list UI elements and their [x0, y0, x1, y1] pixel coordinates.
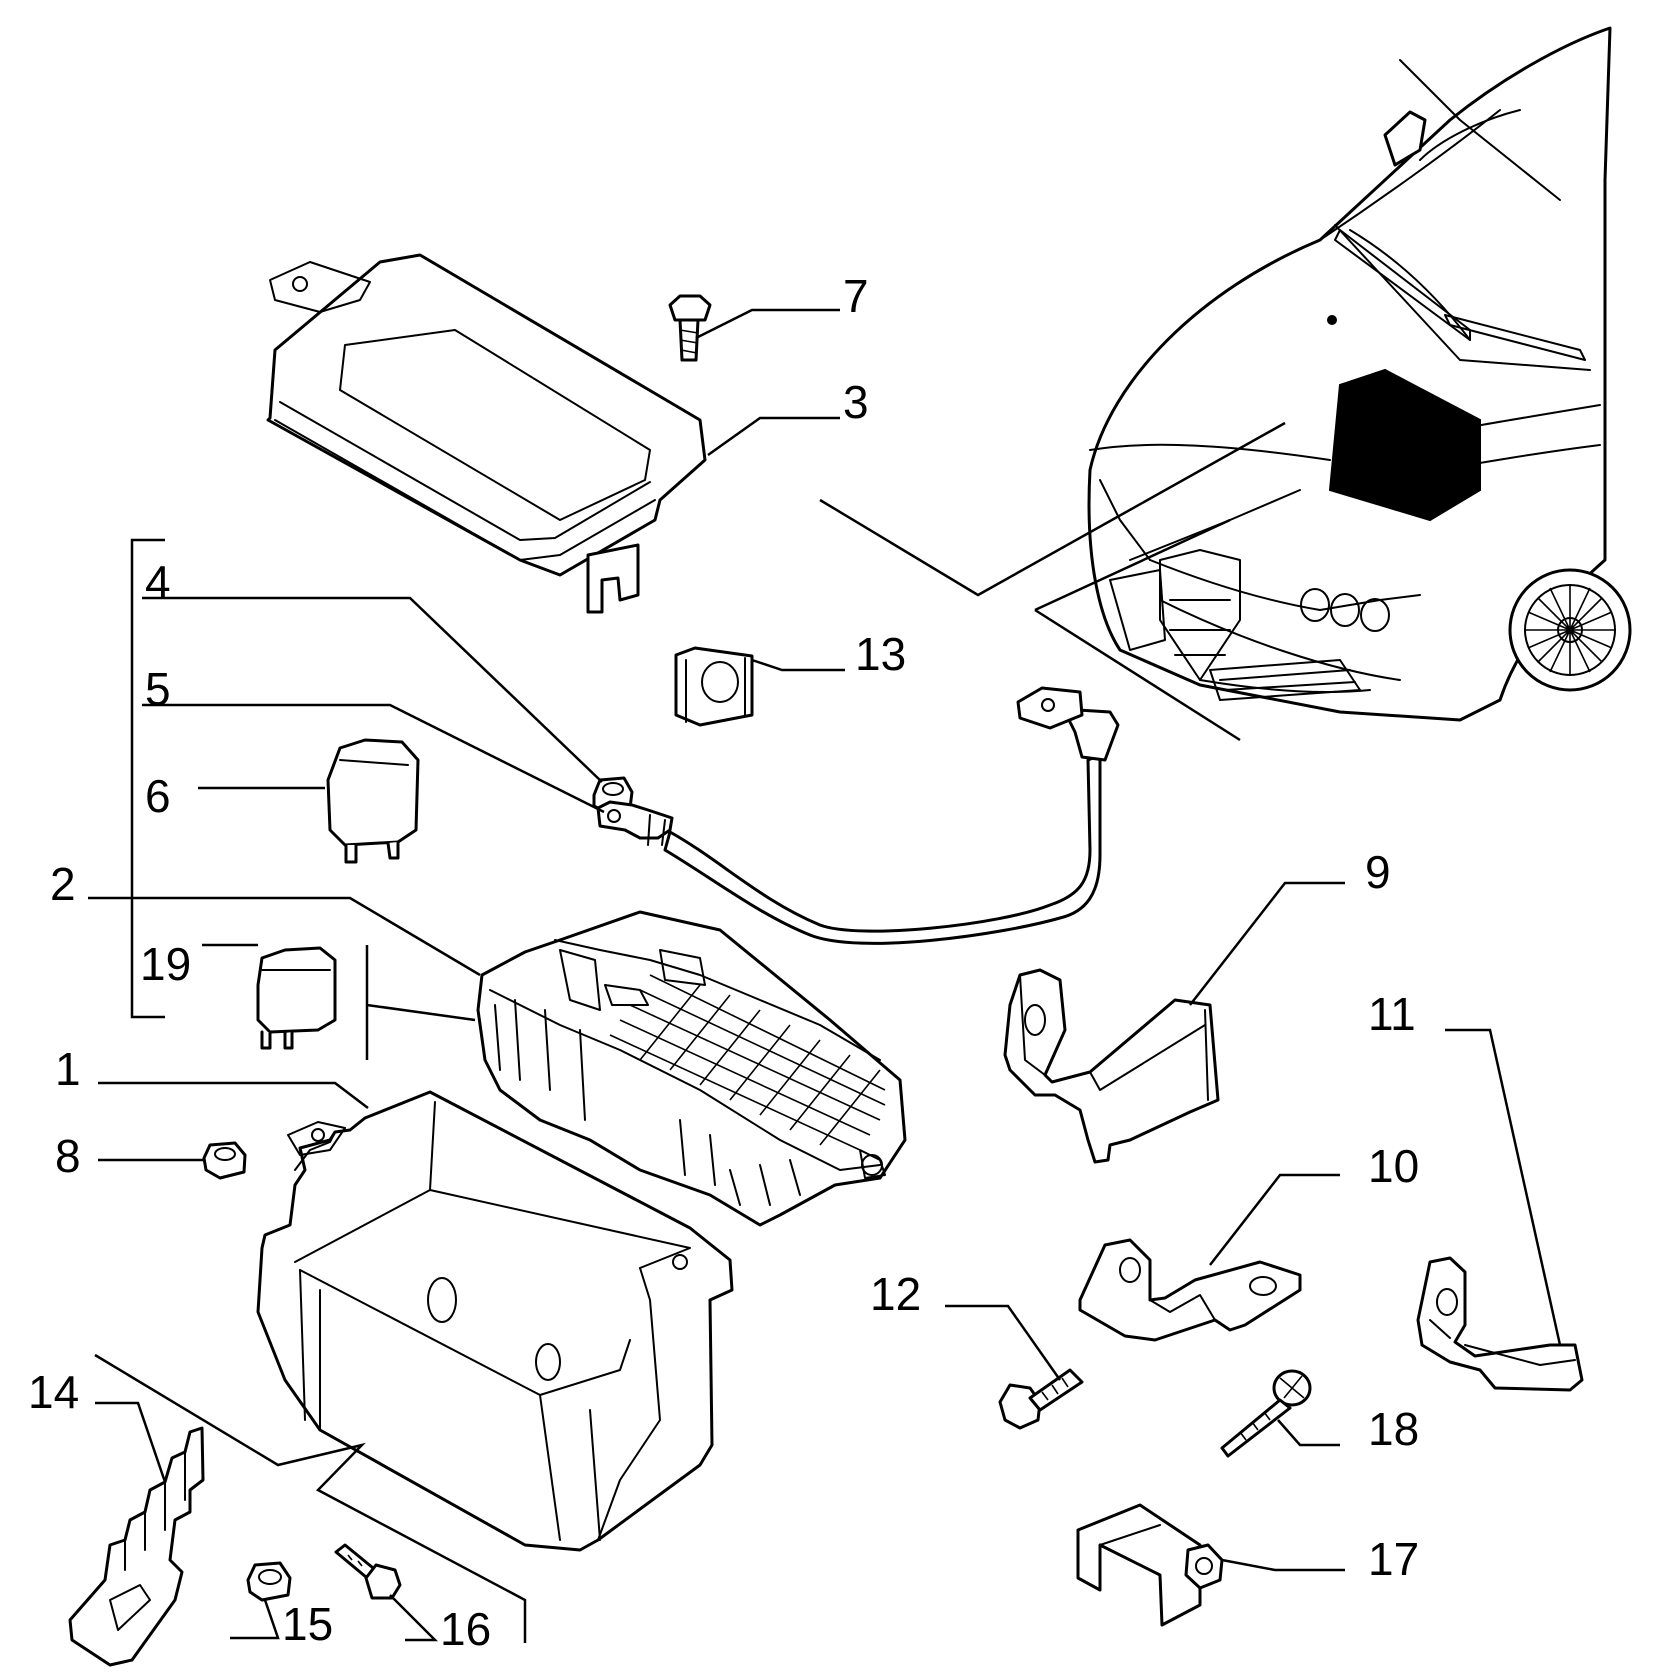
label-17: 17 — [1368, 1533, 1419, 1585]
fusebox-location-marker — [1328, 368, 1481, 522]
housing-group-bracket — [94, 1353, 527, 1643]
label-1: 1 — [55, 1043, 81, 1095]
bolt-part-16 — [334, 1543, 402, 1600]
bracket-part-11 — [1416, 1256, 1584, 1392]
label-7: 7 — [843, 270, 869, 322]
car-front-icon — [819, 26, 1632, 742]
clip-strip-part-14 — [68, 1426, 205, 1667]
label-18: 18 — [1368, 1403, 1419, 1455]
bracket-part-9 — [1003, 968, 1220, 1164]
bolt-part-7 — [668, 294, 712, 362]
nut-part-8 — [202, 1141, 247, 1180]
label-5: 5 — [145, 663, 171, 715]
fusebox-group-bracket — [365, 945, 476, 1060]
label-13: 13 — [855, 628, 906, 680]
label-11: 11 — [1368, 988, 1416, 1040]
fuse-box-cover — [266, 253, 707, 614]
clip-nut-part-17 — [1076, 1503, 1224, 1627]
leader-lines — [88, 308, 1562, 1642]
label-9: 9 — [1365, 846, 1391, 898]
label-12: 12 — [870, 1268, 921, 1320]
cable-part-5 — [596, 686, 1120, 945]
label-2: 2 — [50, 858, 76, 910]
label-16: 16 — [440, 1603, 491, 1655]
relay-part-19 — [256, 946, 337, 1050]
label-8: 8 — [55, 1130, 81, 1182]
label-3: 3 — [843, 376, 869, 428]
bracket-part-10 — [1078, 1238, 1302, 1342]
group-bracket — [130, 538, 165, 1019]
nut-part-15 — [246, 1561, 292, 1602]
label-15: 15 — [282, 1598, 333, 1650]
housing-part-1 — [256, 1090, 734, 1552]
screw-part-18 — [1220, 1369, 1312, 1458]
label-14: 14 — [28, 1366, 79, 1418]
label-19: 19 — [140, 938, 191, 990]
fuse-box-part-2 — [476, 910, 907, 1227]
label-4: 4 — [145, 556, 171, 608]
bolt-part-12 — [998, 1368, 1084, 1430]
relay-part-6 — [326, 738, 420, 864]
label-6: 6 — [145, 770, 171, 822]
grommet-part-13 — [674, 646, 754, 727]
label-10: 10 — [1368, 1140, 1419, 1192]
